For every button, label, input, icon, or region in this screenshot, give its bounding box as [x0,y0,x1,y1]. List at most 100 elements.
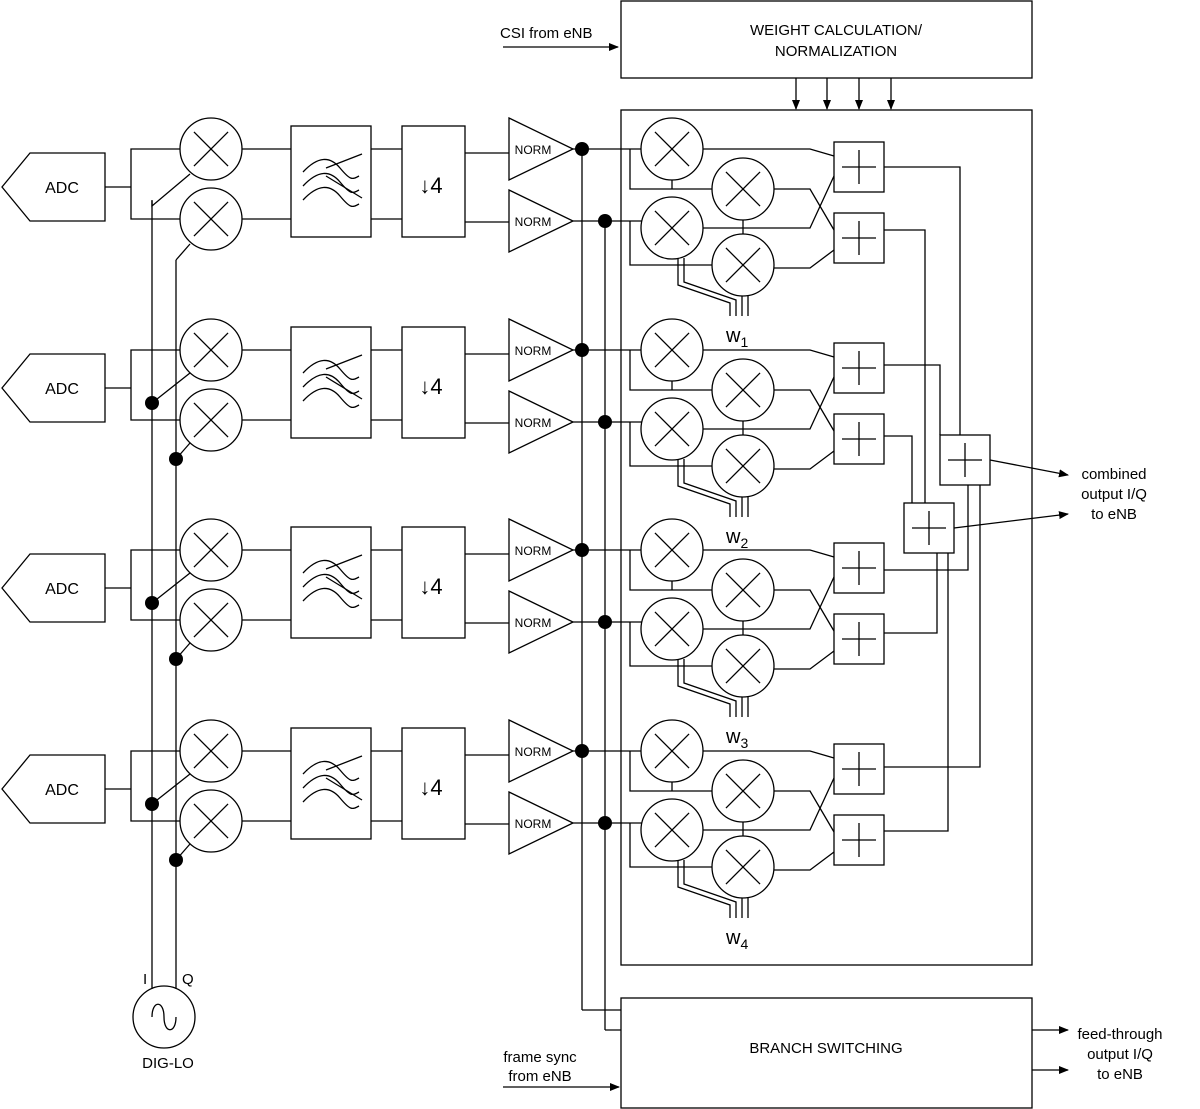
weight-multiplier [640,798,704,862]
adder [833,542,885,594]
adder [833,814,885,866]
weight-multiplier [711,759,775,823]
csi-input-label: CSI from eNB [500,25,593,42]
weight-multiplier [640,196,704,260]
lo-q-label: Q [182,971,194,988]
lowpass-filter-block [290,326,372,439]
weight-multiplier [640,318,704,382]
junction-dot [575,543,589,557]
combined-output-label-2: output I/Q [1081,486,1147,503]
junction-dot [575,744,589,758]
junction-dot [145,596,159,610]
junction-dot [169,452,183,466]
weight-multiplier [711,157,775,221]
weight-calculation-label-2: NORMALIZATION [775,43,897,60]
norm-label-q: NORM [515,416,552,430]
adc-block [1,152,106,222]
adder [833,613,885,665]
junction-dot [169,652,183,666]
junction-dot [575,343,589,357]
adc-block [1,553,106,623]
weight-multiplier [711,434,775,498]
decimator-block [401,326,466,439]
weight-label: w4 [725,927,748,952]
weight-input-lines [677,258,749,316]
mixer-i [179,518,243,582]
weight-label-subscript: 1 [740,334,748,350]
dig-lo-oscillator [132,985,196,1049]
lowpass-filter-block [290,526,372,639]
weight-multiplier [640,719,704,783]
norm-label-i: NORM [515,544,552,558]
junction-dot [598,615,612,629]
adc-label: ADC [45,381,79,398]
weight-label: w2 [725,526,748,551]
norm-amplifier-q [508,790,575,856]
lo-i-label: I [143,971,147,988]
junction-dot [169,853,183,867]
mixer-q [179,388,243,452]
adder [833,212,885,264]
feed-through-label-3: to eNB [1097,1066,1143,1083]
norm-amplifier-i [508,517,575,583]
adc-label: ADC [45,180,79,197]
dig-lo-label: DIG-LO [142,1055,194,1072]
adc-block [1,353,106,423]
lowpass-filter-block [290,727,372,840]
adder [833,342,885,394]
mixer-q [179,588,243,652]
norm-amplifier-i [508,116,575,182]
adder [833,743,885,795]
mixer-q [179,187,243,251]
weight-label-base: w [725,325,741,347]
frame-sync-label-2: from eNB [508,1068,571,1085]
norm-amplifier-q [508,389,575,455]
decimator-label: ↓4 [419,173,442,198]
adc-block [1,754,106,824]
junction-dot [598,415,612,429]
weight-multiplier [640,597,704,661]
mixer-i [179,117,243,181]
junction-dot [145,797,159,811]
weight-calculation-block [620,0,1033,79]
mixer-i [179,719,243,783]
weight-label-base: w [725,726,741,748]
adc-label: ADC [45,581,79,598]
decimator-label: ↓4 [419,374,442,399]
junction-dot [598,214,612,228]
junction-dot [575,142,589,156]
adc-label: ADC [45,782,79,799]
combined-output-label-1: combined [1081,466,1146,483]
combined-output-arrow-1 [989,459,1069,478]
norm-amplifier-i [508,718,575,784]
decimator-block [401,125,466,238]
weight-arrows [792,78,895,110]
norm-amplifier-i [508,317,575,383]
weight-input-lines [677,459,749,517]
combined-output-label-3: to eNB [1091,506,1137,523]
adder [833,141,885,193]
weight-multiplier [640,518,704,582]
weight-multiplier [711,358,775,422]
frame-sync-label-1: frame sync [503,1049,577,1066]
adder [833,413,885,465]
lowpass-filter-block [290,125,372,238]
norm-label-q: NORM [515,215,552,229]
weight-label-subscript: 4 [740,936,748,952]
norm-label-i: NORM [515,143,552,157]
norm-label-q: NORM [515,616,552,630]
decimator-block [401,727,466,840]
mixer-i [179,318,243,382]
weight-label-subscript: 2 [740,535,748,551]
weight-multiplier [711,233,775,297]
weight-input-lines [677,860,749,918]
weight-multiplier [711,558,775,622]
branch-switching-block [620,997,1033,1109]
norm-amplifier-q [508,589,575,655]
beamforming-block [620,109,1033,966]
junction-dot [145,396,159,410]
